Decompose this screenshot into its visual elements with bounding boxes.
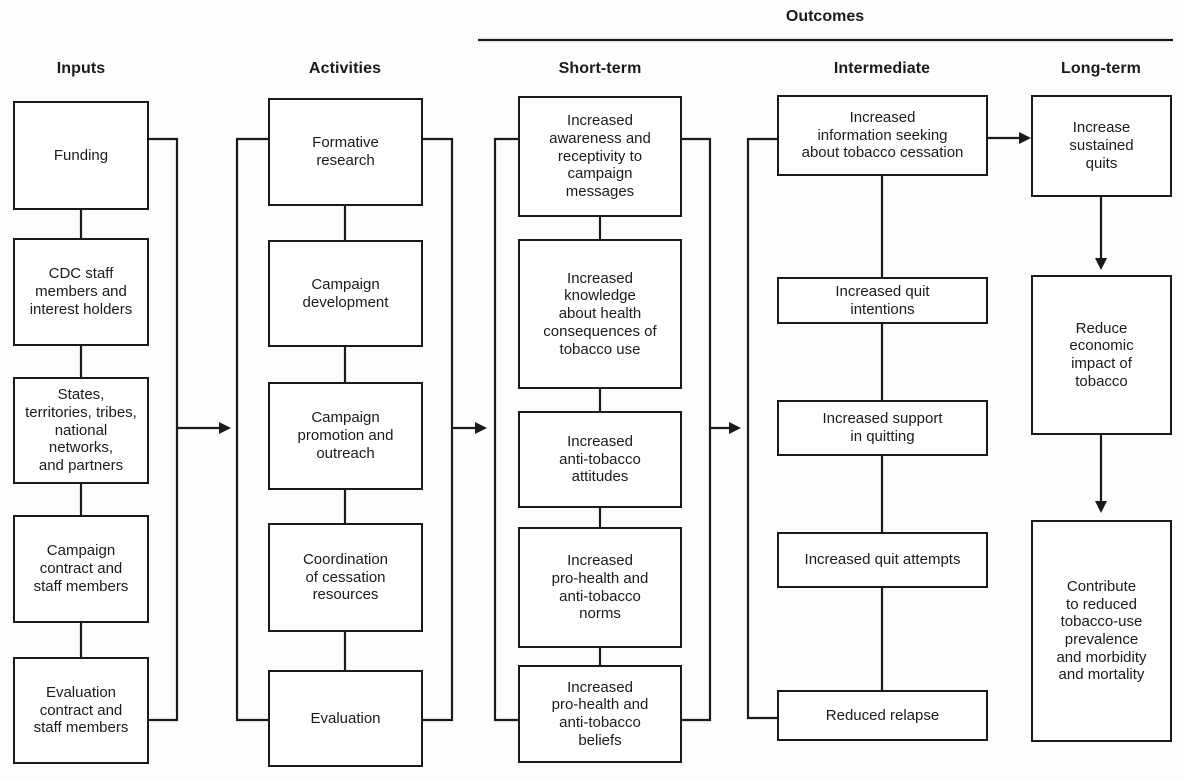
flow-box-formative-research: Formative research [268, 98, 423, 206]
arrowhead-intermediate-longterm [1019, 132, 1031, 144]
column-header-short-term: Short-term [558, 60, 642, 77]
flow-box-evaluation: Evaluation [268, 670, 423, 767]
arrowhead-longterm-2-3 [1095, 501, 1107, 513]
activities-right-bracket [423, 137, 454, 722]
flow-box-funding: Funding [13, 101, 149, 210]
flow-box-sustained-quits: Increase sustained quits [1031, 95, 1172, 197]
flow-box-evaluation-contract: Evaluation contract and staff members [13, 657, 149, 764]
activities-left-bracket [235, 137, 268, 722]
flow-box-support-in-quitting: Increased support in quitting [777, 400, 988, 456]
flow-box-antitobacco-beliefs: Increased pro-health and anti-tobacco be… [518, 665, 682, 763]
shortterm-left-bracket [493, 137, 518, 722]
column-header-long-term: Long-term [1060, 60, 1141, 77]
column-header-intermediate: Intermediate [833, 60, 931, 77]
shortterm-right-bracket [682, 137, 712, 722]
inputs-bracket [149, 137, 179, 722]
flow-box-increased-awareness: Increased awareness and receptivity to c… [518, 96, 682, 217]
flow-box-information-seeking: Increased information seeking about toba… [777, 95, 988, 176]
arrowhead-longterm-1-2 [1095, 258, 1107, 270]
flow-box-reduced-relapse: Reduced relapse [777, 690, 988, 741]
arrowhead-inputs-activities [219, 422, 231, 434]
flow-box-antitobacco-attitudes: Increased anti-tobacco attitudes [518, 411, 682, 508]
flow-box-campaign-development: Campaign development [268, 240, 423, 347]
arrowhead-shortterm-intermediate [729, 422, 741, 434]
flow-box-states-partners: States, territories, tribes, national ne… [13, 377, 149, 484]
flow-box-reduced-prevalence: Contribute to reduced tobacco-use preval… [1031, 520, 1172, 742]
flow-box-increased-knowledge: Increased knowledge about health consequ… [518, 239, 682, 389]
outcomes-title: Outcomes [785, 8, 865, 25]
column-header-inputs: Inputs [56, 60, 106, 77]
flow-box-quit-intentions: Increased quit intentions [777, 277, 988, 324]
flow-box-campaign-promotion: Campaign promotion and outreach [268, 382, 423, 490]
column-header-activities: Activities [308, 60, 382, 77]
intermediate-left-bracket [746, 137, 777, 720]
flow-box-antitobacco-norms: Increased pro-health and anti-tobacco no… [518, 527, 682, 648]
flow-box-campaign-contract: Campaign contract and staff members [13, 515, 149, 623]
flow-box-quit-attempts: Increased quit attempts [777, 532, 988, 588]
flow-box-coordination-resources: Coordination of cessation resources [268, 523, 423, 632]
flow-box-economic-impact: Reduce economic impact of tobacco [1031, 275, 1172, 435]
flow-box-cdc-staff: CDC staff members and interest holders [13, 238, 149, 346]
arrowhead-activities-shortterm [475, 422, 487, 434]
